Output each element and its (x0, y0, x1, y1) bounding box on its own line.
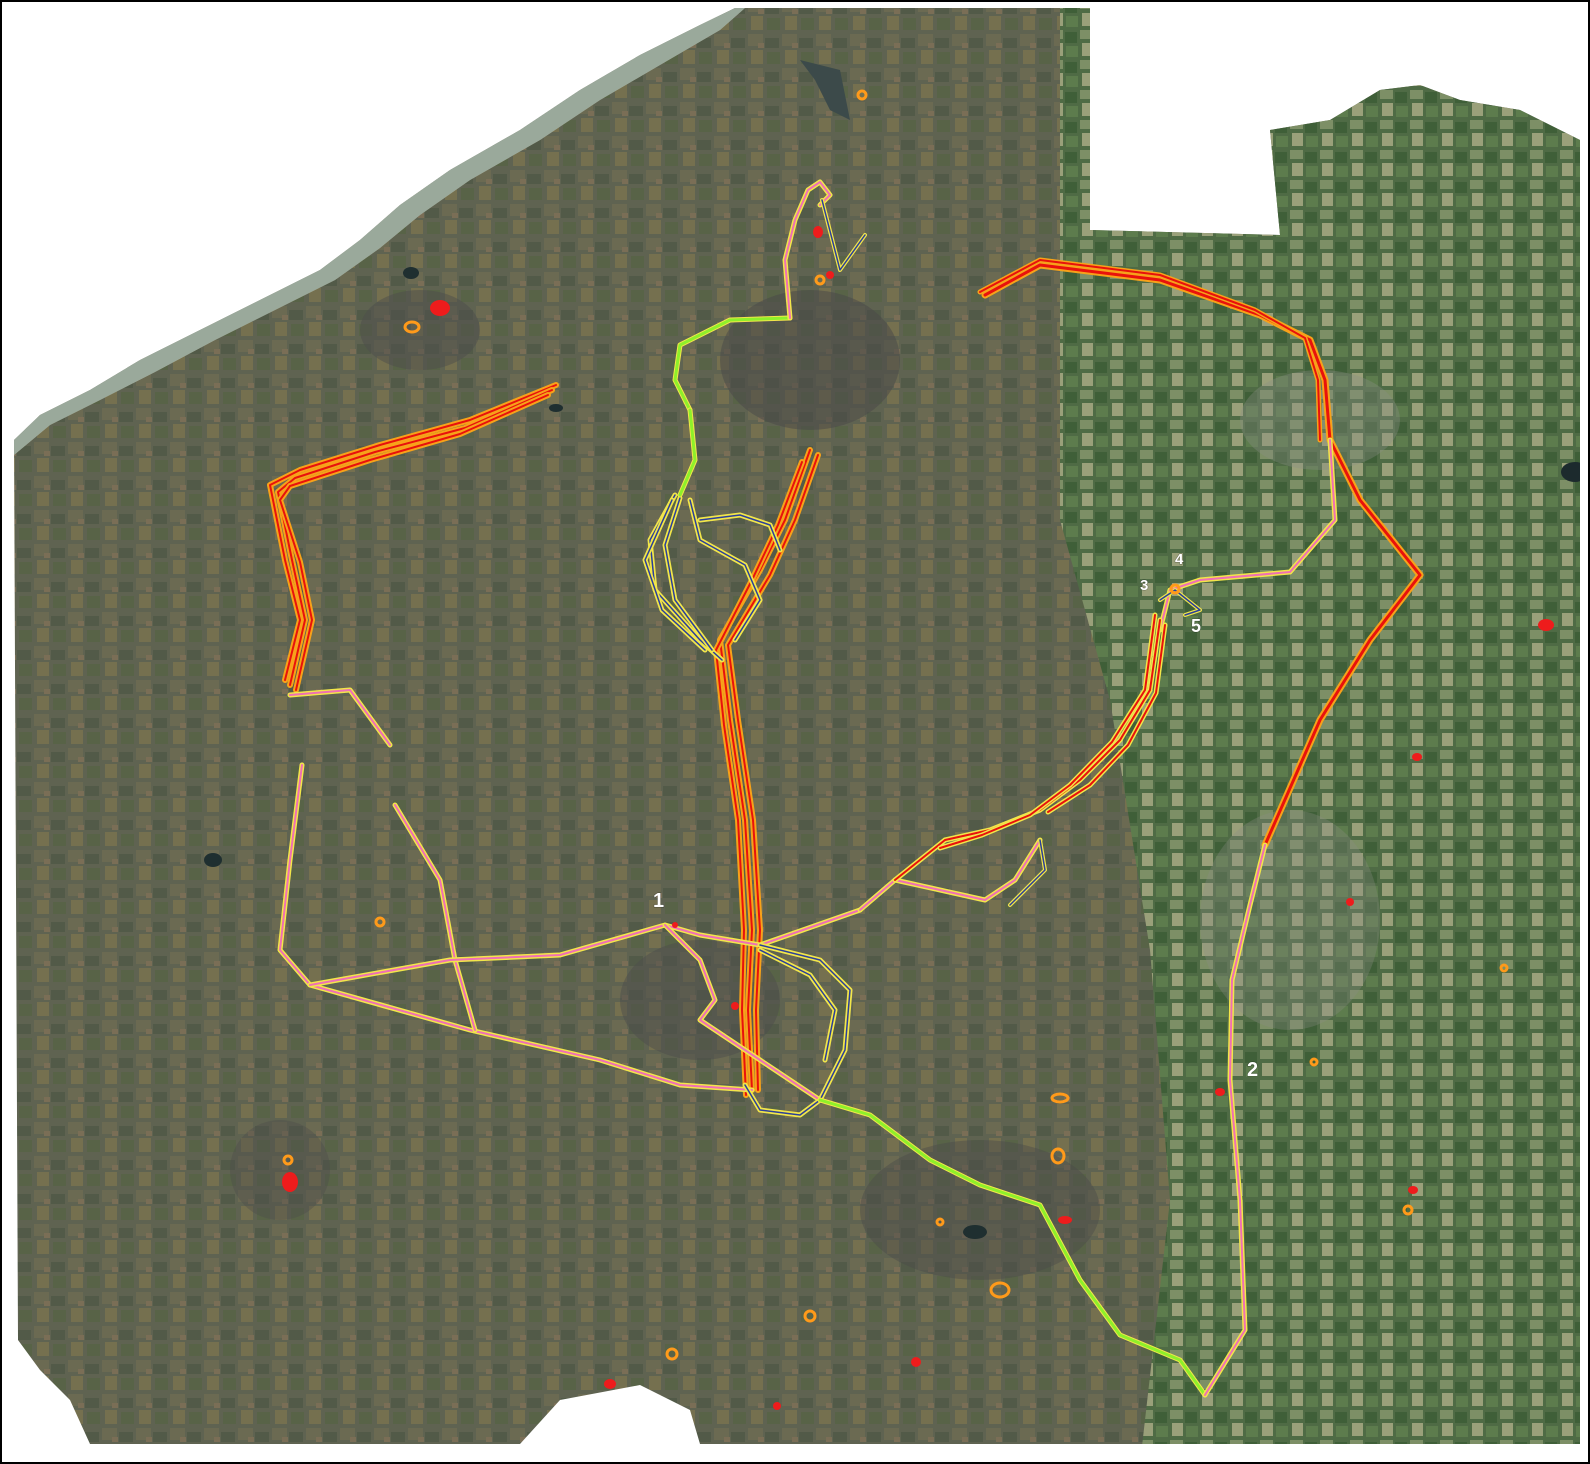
site-markers (282, 89, 1554, 1410)
route-central-east-2 (1047, 624, 1166, 813)
route-green-south (818, 1098, 1207, 1397)
site-orange-7 (989, 1281, 1011, 1299)
route-central-2 (715, 461, 803, 1096)
route-green-north-b (678, 408, 697, 497)
site-orange-10 (935, 1217, 945, 1227)
site-red-5 (1058, 1216, 1072, 1224)
route-center-0 (759, 944, 851, 1101)
site-red-10 (1408, 1186, 1418, 1194)
site-orange-8 (803, 1309, 817, 1323)
map-label-5: 5 (1191, 616, 1201, 636)
site-orange-12 (1309, 1057, 1319, 1067)
route-port-access (784, 181, 831, 319)
route-west-loop-2 (279, 394, 549, 691)
route-port-loop (821, 199, 866, 271)
site-red-4 (731, 1002, 739, 1010)
site-orange-13 (1499, 963, 1509, 973)
route-network (267, 179, 1424, 1398)
route-braid-3 (699, 514, 781, 551)
route-south-3 (664, 924, 821, 1101)
route-east-south (1204, 844, 1266, 1396)
route-ce-spur (1009, 839, 1046, 906)
route-south-0 (279, 764, 753, 1091)
site-red-8 (1412, 753, 1422, 761)
site-red-2 (826, 271, 834, 279)
site-orange-6 (1050, 1147, 1066, 1165)
route-braid-2 (689, 499, 761, 641)
route-center-1 (759, 949, 836, 1061)
site-orange-14 (1402, 1204, 1414, 1216)
site-red-11 (911, 1357, 921, 1367)
map-label-2: 2 (1247, 1059, 1258, 1081)
site-orange-4 (282, 1154, 294, 1166)
route-east-outer-b (979, 259, 1321, 441)
site-red-7 (1346, 898, 1354, 906)
site-red-13 (773, 1402, 781, 1410)
map-label-4: 4 (1175, 551, 1184, 568)
site-orange-11 (1169, 583, 1181, 595)
route-south-1 (394, 804, 476, 1031)
route-central-1 (727, 454, 819, 1091)
route-west-loop-0 (269, 384, 557, 681)
route-junction-5 (1159, 589, 1201, 616)
site-orange-1 (856, 89, 868, 101)
route-west-loop-1 (277, 389, 553, 686)
route-braid-4 (644, 499, 706, 651)
site-red-12 (604, 1379, 616, 1389)
site-red-3 (282, 1172, 298, 1192)
site-red-9 (1538, 619, 1554, 631)
site-red-1 (813, 226, 823, 238)
site-orange-3 (374, 916, 386, 928)
site-red-0 (430, 300, 450, 316)
route-green-north (673, 316, 792, 412)
site-orange-0 (403, 320, 421, 334)
site-red-6 (1215, 1088, 1225, 1096)
route-braid-1 (664, 497, 713, 651)
site-orange-2 (814, 274, 826, 286)
route-center-2 (744, 1084, 821, 1116)
route-south-4 (859, 839, 1041, 911)
route-west-spur (289, 689, 391, 746)
route-east-outer (983, 263, 1422, 847)
site-orange-5 (1050, 1092, 1070, 1104)
site-orange-9 (665, 1347, 679, 1361)
route-central-east-1 (939, 614, 1156, 849)
map-label-3: 3 (1140, 577, 1148, 594)
map-label-1: 1 (653, 890, 664, 912)
site-red-14 (672, 922, 678, 928)
